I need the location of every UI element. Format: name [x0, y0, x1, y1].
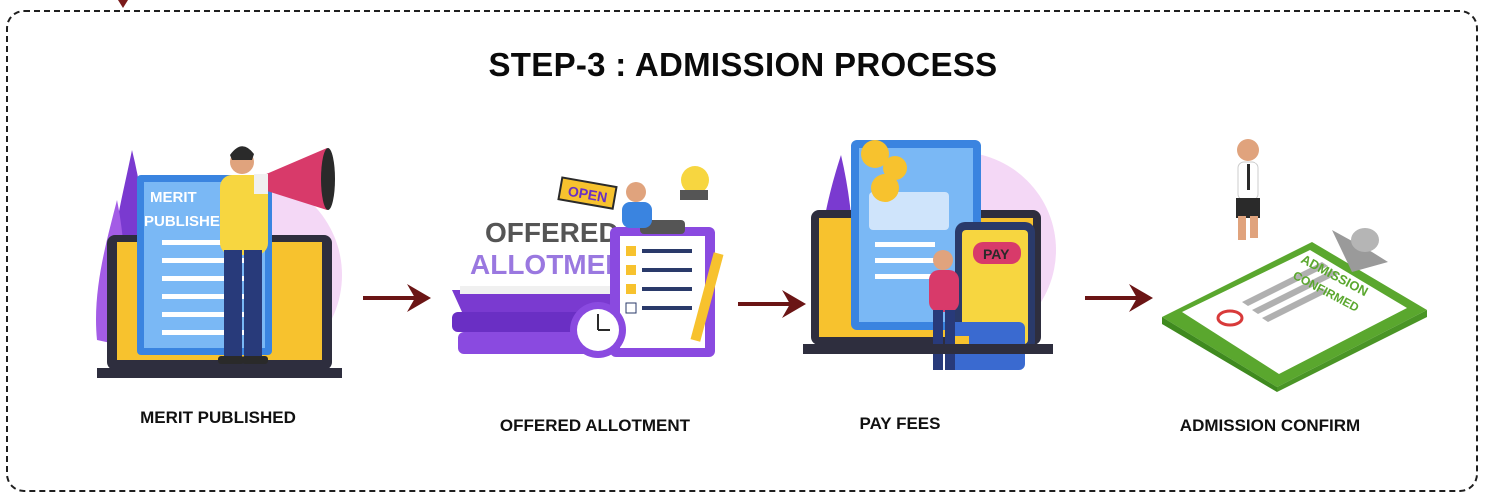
clipboard-checklist-icon: OFFERED ALLOTMENT OPEN — [452, 166, 724, 358]
megaphone-person-icon: MERIT PUBLISHED — [96, 146, 342, 378]
arrow-right-icon — [738, 290, 806, 318]
dashed-border-frame — [6, 10, 1478, 492]
page-title: STEP-3 : ADMISSION PROCESS — [488, 46, 998, 83]
offered-art-text: OFFERED — [485, 217, 619, 248]
step-label-merit-published: MERIT PUBLISHED — [140, 408, 296, 427]
pay-art-text: PAY — [983, 246, 1010, 262]
merit-art-text: MERIT — [150, 189, 197, 206]
step-label-pay-fees: PAY FEES — [859, 414, 941, 433]
arrow-right-icon — [363, 284, 431, 312]
open-sign-text: OPEN — [567, 183, 609, 206]
step-label-offered-allotment: OFFERED ALLOTMENT — [499, 416, 691, 435]
confirmed-certificate-icon: ADMISSION CONFIRMED — [1162, 124, 1427, 392]
step-label-admission-confirm: ADMISSION CONFIRM — [1179, 416, 1361, 435]
arrow-right-icon — [1085, 284, 1153, 312]
payment-phone-icon: PAY — [803, 140, 1056, 370]
published-art-text: PUBLISHED — [144, 213, 231, 230]
marker-tick — [118, 0, 128, 8]
